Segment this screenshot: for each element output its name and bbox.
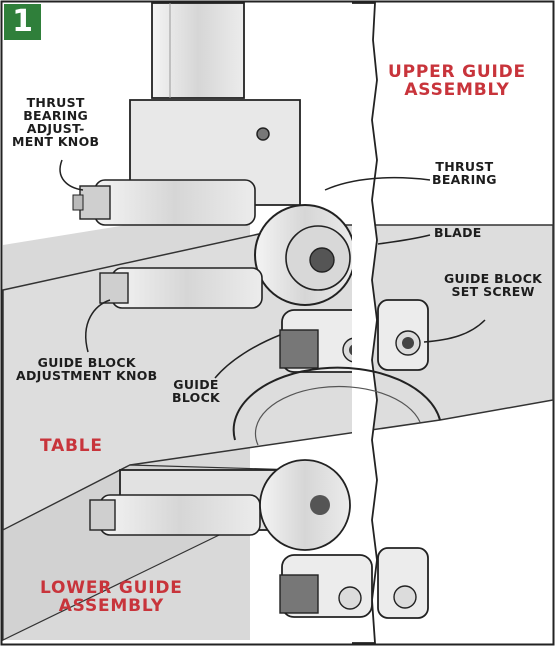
leader-blade [377,234,431,245]
guide-block-adjustment-knob-label: GUIDE BLOCK ADJUSTMENT KNOB [16,355,158,384]
guide-knob-body [111,267,263,309]
thrust-knob-grip [79,185,111,220]
upper-guide-assembly-label: UPPER GUIDE ASSEMBLY [388,62,526,100]
guide-post [151,2,245,99]
guide-knob-grip [99,272,129,304]
lower-thrust-bearing [259,459,351,551]
leader-thrust-bearing [324,176,431,191]
guide-block-set-screw-label: GUIDE BLOCK SET SCREW [444,271,543,300]
leader-set-screw [423,319,486,343]
lower-guide-block [279,574,319,614]
lower-knob-body [99,494,261,536]
thrust-bearing-label: THRUST BEARING [432,159,497,188]
saw-blade [352,2,378,644]
leader-guide-block [214,334,281,379]
bracket-screw [256,127,270,141]
lower-guide-assembly-label: LOWER GUIDE ASSEMBLY [40,578,183,616]
figure-number-badge: 1 [4,4,41,40]
thrust-knob-body [94,179,256,226]
table-insert [232,366,441,441]
guide-block-label: GUIDE BLOCK [172,377,221,406]
table-label: TABLE [40,436,103,456]
upper-guide-block [279,329,319,369]
blade-label: BLADE [434,225,482,240]
lower-knob-grip [89,499,116,531]
thrust-bearing-adjustment-knob-label: THRUST BEARING ADJUST- MENT KNOB [12,95,100,150]
leader-thrust-knob [59,159,84,191]
leader-guide-knob [85,299,111,353]
